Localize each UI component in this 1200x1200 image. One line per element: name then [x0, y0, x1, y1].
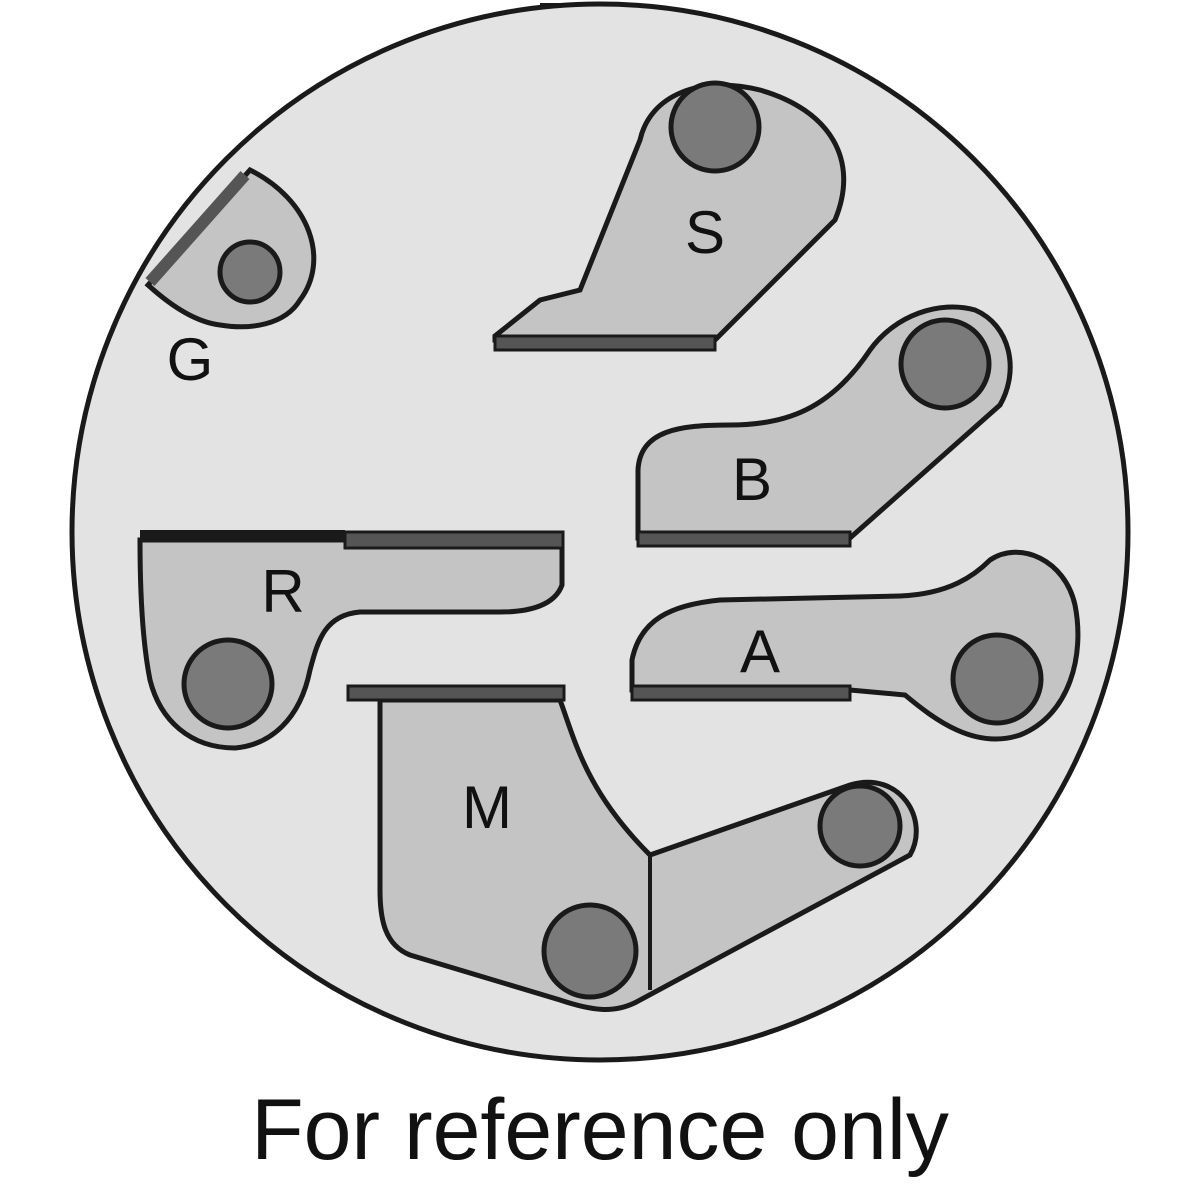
- terminal-a: A: [629, 549, 1081, 742]
- terminal-b-pin: [898, 317, 992, 411]
- terminal-b-label: B: [732, 446, 772, 513]
- terminal-a-pin: [950, 632, 1044, 726]
- terminal-r-pin: [181, 637, 275, 731]
- terminal-m-label: M: [462, 774, 512, 841]
- terminal-m-pin-lower: [541, 902, 639, 1000]
- terminal-s: S: [492, 80, 847, 352]
- terminal-g: G: [144, 166, 317, 393]
- terminal-g-label: G: [167, 326, 214, 393]
- terminal-m: M: [346, 684, 919, 1012]
- terminal-m-pin-upper: [817, 783, 903, 869]
- terminal-a-label: A: [740, 618, 780, 685]
- terminal-r: R: [137, 530, 565, 751]
- caption: For reference only: [251, 1082, 949, 1178]
- terminal-s-pin: [668, 80, 762, 174]
- terminal-s-label: S: [685, 199, 725, 266]
- terminal-r-label: R: [261, 558, 304, 625]
- terminal-g-pin: [217, 239, 283, 305]
- terminal-b: B: [635, 304, 1013, 548]
